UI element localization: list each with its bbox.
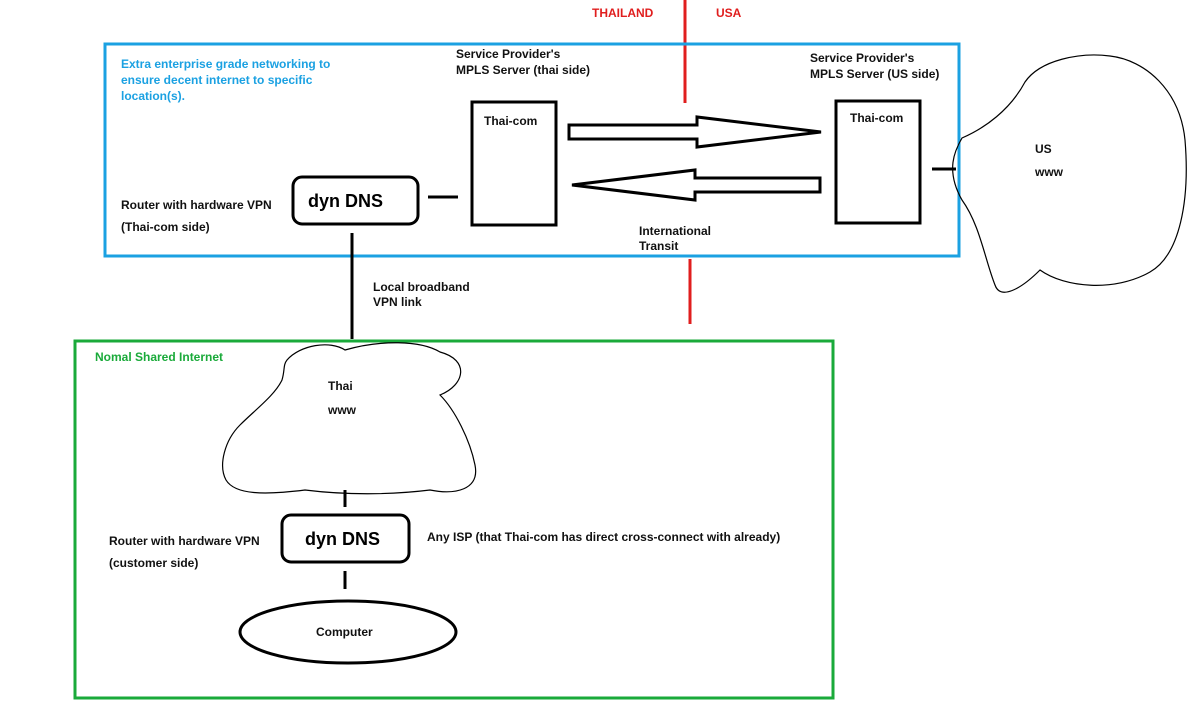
router-thaicom-description: Router with hardware VPN (Thai-com side) — [121, 198, 275, 234]
router-customer-box-label: dyn DNS — [305, 529, 380, 549]
cloud-thai-label: Thai www — [327, 379, 357, 417]
arrow-to-thai — [571, 168, 822, 202]
cloud-us — [952, 54, 1187, 293]
mpls-us-server — [834, 99, 922, 225]
cloud-thai — [222, 342, 477, 495]
country-label-thailand: THAILAND — [592, 6, 654, 20]
mpls-us-server-label: Thai-com — [850, 111, 903, 125]
mpls-us-heading: Service Provider's MPLS Server (US side) — [810, 51, 939, 81]
isp-note: Any ISP (that Thai-com has direct cross-… — [427, 530, 780, 544]
shared-zone-caption: Nomal Shared Internet — [95, 350, 223, 364]
broadband-link-label: Local broadband VPN link — [373, 280, 473, 309]
enterprise-zone-box — [103, 42, 961, 258]
arrow-to-us — [567, 115, 822, 149]
computer-node — [238, 599, 458, 665]
enterprise-zone-caption: Extra enterprise grade networking to ens… — [121, 57, 334, 103]
router-thaicom-box — [291, 175, 420, 226]
mpls-thai-server-label: Thai-com — [484, 114, 537, 128]
router-customer-description: Router with hardware VPN (customer side) — [109, 534, 263, 570]
mpls-thai-server — [470, 100, 558, 227]
country-label-usa: USA — [716, 6, 742, 20]
router-thaicom-box-label: dyn DNS — [308, 191, 383, 211]
shared-zone-box — [73, 339, 835, 700]
transit-label: International Transit — [639, 224, 714, 253]
computer-label: Computer — [316, 625, 373, 639]
cloud-us-label: US www — [1034, 142, 1064, 179]
mpls-thai-heading: Service Provider's MPLS Server (thai sid… — [456, 47, 590, 77]
router-customer-box — [280, 513, 411, 564]
